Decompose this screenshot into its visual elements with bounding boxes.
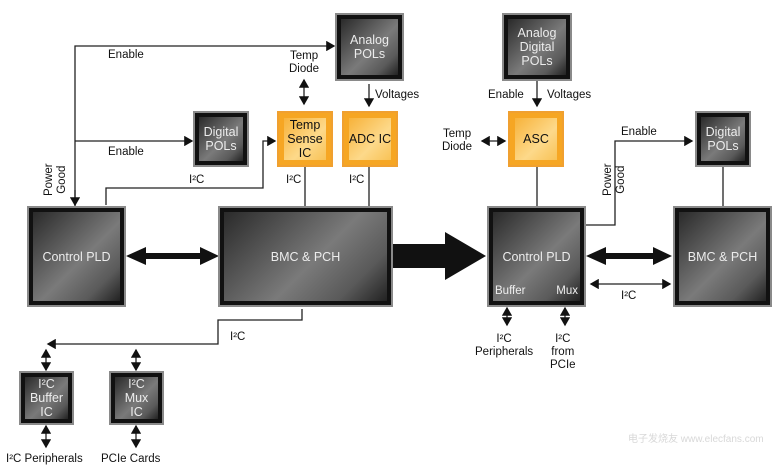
control-pld-left-block: Control PLD (27, 206, 126, 307)
control-pld-left-label: Control PLD (42, 249, 111, 264)
i2c-pld-temp-line (105, 135, 277, 205)
i2c-adc-label: I²C (349, 174, 365, 186)
i2c-bottom-label: I²C (230, 331, 246, 343)
control-pld-right-label: Control PLD (502, 249, 571, 264)
i2c-mux-ic-block: I²C Mux IC (109, 371, 164, 425)
asc-label: ASC (523, 132, 549, 146)
watermark: 电子发烧友 www.elecfans.com (628, 434, 764, 445)
digital-pols-right-block: Digital POLs (695, 111, 751, 167)
i2c-bottom-line (46, 309, 303, 350)
bmc-pch-left-block: BMC & PCH (218, 206, 393, 307)
asc-block: ASC (508, 111, 564, 167)
i2c-peripherals-left-label: I²C Peripherals (6, 453, 83, 465)
digital-pols-left-label: Digital POLs (203, 125, 239, 153)
big-arrow (393, 232, 486, 280)
bmc-pch-right-block: BMC & PCH (673, 206, 772, 307)
temp-diode-left-label: Temp Diode (289, 50, 320, 75)
enable-line-top (74, 40, 336, 206)
power-good-left-label: Power Good (43, 163, 68, 196)
digital-pols-left-block: Digital POLs (193, 111, 249, 167)
voltages-asc-label: Voltages (547, 89, 592, 101)
i2c-buffer-ic-block: I²C Buffer IC (19, 371, 74, 425)
buffer-sublabel: Buffer (495, 285, 526, 297)
enable-right-label: Enable (621, 126, 657, 138)
temp-sense-ic-block: Temp Sense IC (277, 111, 333, 167)
i2c-buffer-ic-label: I²C Buffer IC (29, 377, 64, 419)
i2c-mux-ic-label: I²C Mux IC (124, 377, 149, 419)
i2c-temp-label: I²C (286, 174, 302, 186)
enable-asc-label: Enable (488, 89, 524, 101)
digital-pols-right-label: Digital POLs (705, 125, 741, 153)
i2c-right-link-label: I²C (621, 290, 637, 302)
i2c-peripherals-right-label: I²C Peripherals (475, 333, 534, 358)
bmc-pch-left-label: BMC & PCH (270, 249, 341, 264)
analog-pols-block: Analog POLs (335, 13, 404, 81)
voltages-left-label: Voltages (375, 89, 420, 101)
i2c-pld-temp-label: I²C (189, 174, 205, 186)
adc-ic-block: ADC IC (342, 111, 398, 167)
enable-top-label: Enable (108, 49, 144, 61)
analog-pols-label: Analog POLs (350, 33, 389, 61)
temp-diode-right-label: Temp Diode (442, 128, 473, 153)
enable-right-line (585, 135, 694, 226)
enable-mid-label: Enable (108, 146, 144, 158)
pcie-cards-label: PCIe Cards (101, 453, 161, 465)
i2c-from-pcie-label: I²C from PCIe (550, 333, 576, 371)
temp-sense-ic-label: Temp Sense IC (287, 118, 323, 160)
bus-arrow-left (126, 247, 219, 265)
control-pld-right-block: Control PLD Buffer Mux (487, 206, 586, 307)
bus-arrow-right (586, 247, 672, 265)
analog-digital-pols-block: Analog Digital POLs (502, 13, 572, 81)
mux-sublabel: Mux (556, 285, 578, 297)
analog-digital-pols-label: Analog Digital POLs (517, 26, 557, 68)
adc-ic-label: ADC IC (348, 132, 392, 146)
power-good-right-label: Power Good (602, 163, 627, 196)
bmc-pch-right-label: BMC & PCH (687, 249, 758, 264)
